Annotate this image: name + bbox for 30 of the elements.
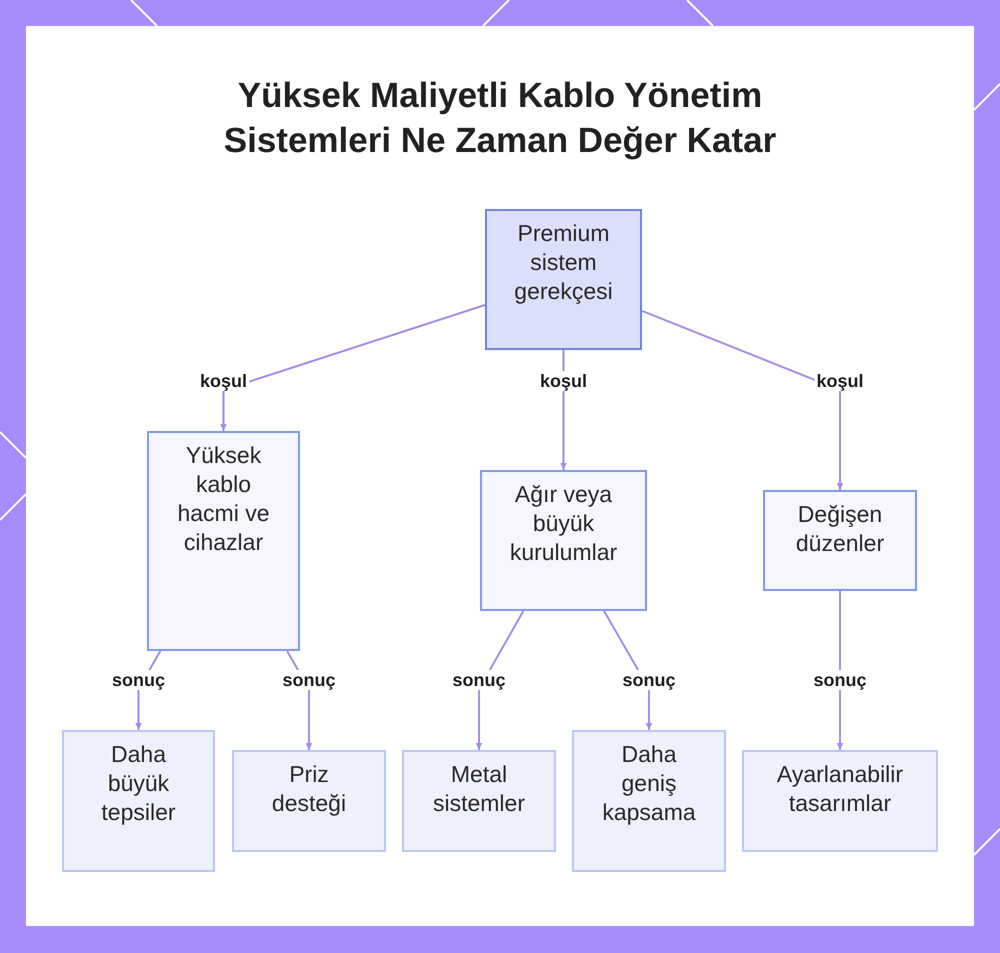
process-box — [402, 750, 556, 852]
node-text: Priz desteği — [270, 760, 348, 818]
node-text: Daha geniş kapsama — [601, 740, 697, 827]
node-text: Değişen düzenler — [794, 500, 886, 558]
process-box — [232, 750, 386, 852]
edge-label: sonuç — [450, 670, 508, 690]
node-text: Ayarlanabilir tasarımlar — [776, 760, 904, 818]
arrow — [836, 591, 844, 750]
node-text: Ağır veya büyük kurulumlar — [508, 480, 618, 567]
process-box — [572, 730, 726, 872]
process-box — [147, 431, 300, 651]
node-text: Daha büyük tepsiler — [100, 740, 177, 827]
arrow — [220, 304, 486, 431]
edge-label: sonuç — [812, 670, 868, 690]
process-box — [763, 490, 917, 591]
node-text: Premium sistem gerekçesi — [513, 219, 614, 306]
edge-label: koşul — [198, 371, 249, 391]
edge-label: sonuç — [110, 670, 167, 690]
process-box — [742, 750, 938, 852]
edge-label: koşul — [538, 371, 589, 391]
process-box — [480, 470, 647, 611]
node-text: Yüksek kablo hacmi ve cihazlar — [176, 441, 271, 557]
edge-label: sonuç — [280, 670, 338, 690]
arrow — [642, 310, 844, 490]
process-box — [62, 730, 215, 872]
edge-label: sonuç — [620, 670, 678, 690]
edge-label: koşul — [814, 371, 866, 391]
diagram-title: Yüksek Maliyetli Kablo Yönetim Sistemleri Ne Zaman Değer Katar — [222, 75, 778, 162]
process-box — [485, 209, 642, 350]
node-text: Metal sistemler — [432, 760, 526, 818]
